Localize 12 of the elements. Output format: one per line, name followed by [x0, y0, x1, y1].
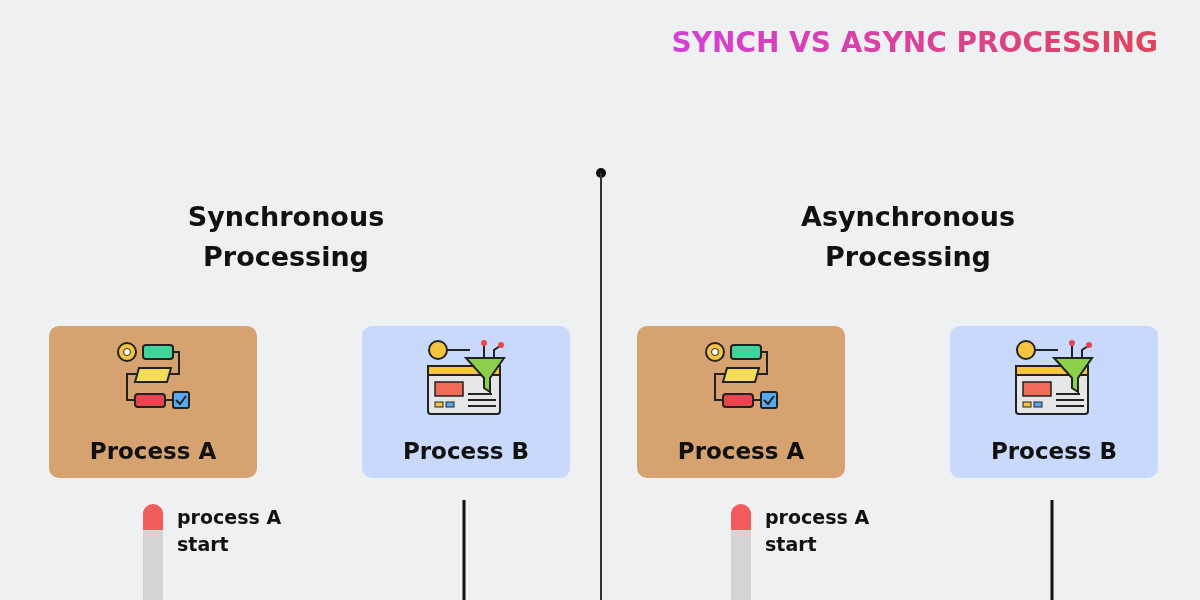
section-heading: Synchronous Processing	[186, 200, 386, 274]
process-name: Process A	[88, 438, 218, 464]
process-card	[49, 326, 257, 478]
process-name: Process B	[989, 438, 1119, 464]
step-note: process A start	[765, 505, 871, 557]
process-card	[362, 326, 570, 478]
process-card	[637, 326, 845, 478]
process-name: Process A	[676, 438, 806, 464]
step-note: process A start	[177, 505, 283, 557]
section-heading: Asynchronous Processing	[800, 200, 1016, 274]
process-name: Process B	[401, 438, 531, 464]
process-card	[950, 326, 1158, 478]
